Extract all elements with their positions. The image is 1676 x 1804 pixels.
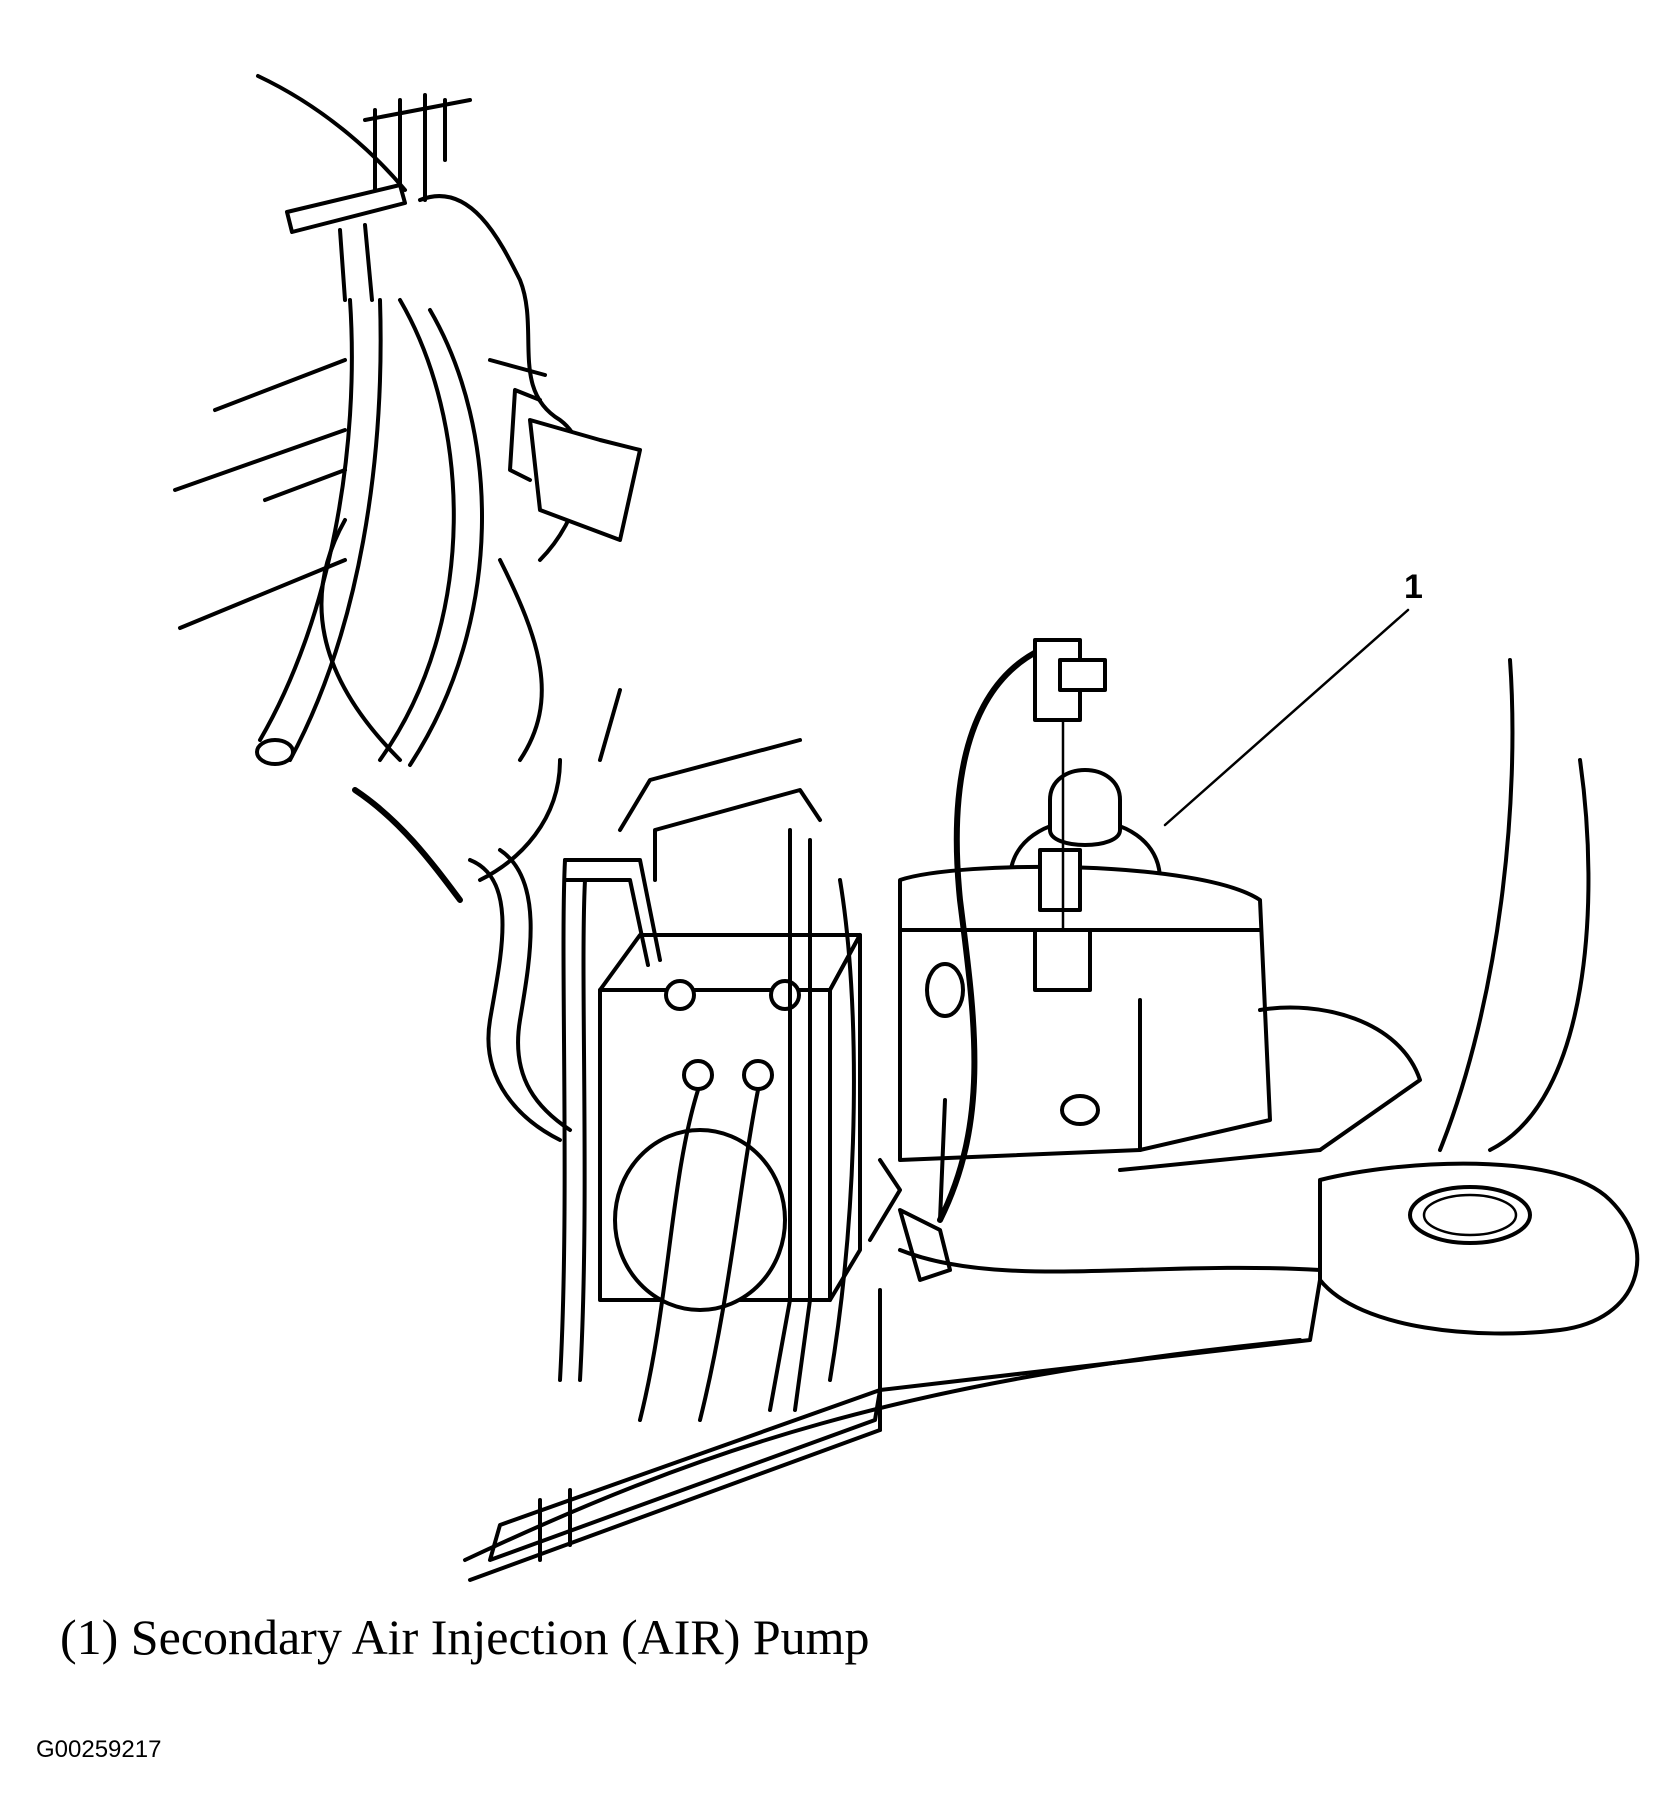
- left-harness: [352, 688, 622, 1142]
- hydraulic-module: [558, 738, 862, 1422]
- figure-caption: (1) Secondary Air Injection (AIR) Pump: [60, 1609, 870, 1665]
- air-pump: [898, 768, 1422, 1162]
- frame-crossmember: [463, 658, 1640, 1562]
- pump-harness: [868, 638, 1107, 1282]
- upper-bracket: [488, 358, 642, 542]
- callout-leader: [1163, 608, 1410, 827]
- upper-hose: [255, 183, 485, 767]
- figure-id: G00259217: [36, 1736, 162, 1763]
- callout-number-1: 1: [1404, 568, 1423, 606]
- module-bracket: [468, 1288, 882, 1582]
